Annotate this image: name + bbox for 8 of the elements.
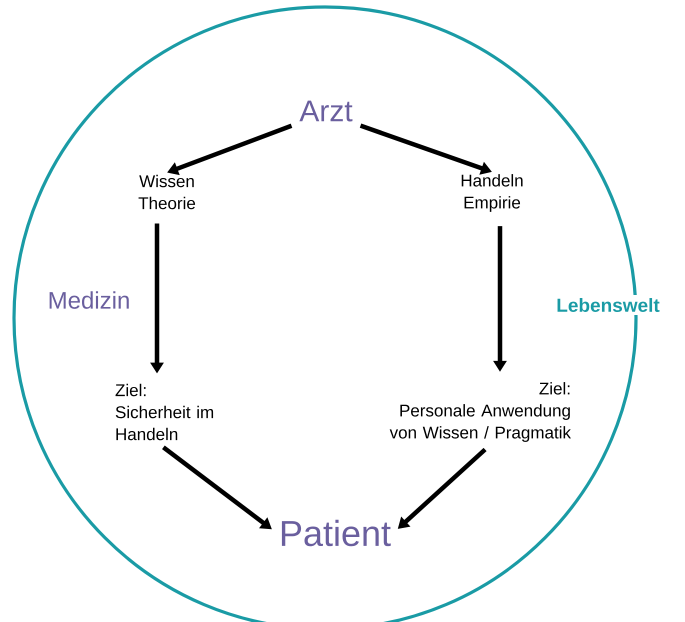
region-label: Lebenswelt: [553, 295, 663, 315]
concept-text: Handeln Empirie: [462, 174, 523, 212]
concept-text: Wissen Theorie: [138, 174, 196, 210]
goal-text: Ziel: Personale Anwendung von Wissen / Pragmatik: [390, 382, 571, 442]
role-label: Arzt: [299, 100, 352, 122]
goal-text: Ziel: Sicherheit im Handeln: [116, 384, 214, 440]
domain-label: Medizin: [50, 291, 129, 309]
role-label: Patient: [282, 520, 391, 546]
